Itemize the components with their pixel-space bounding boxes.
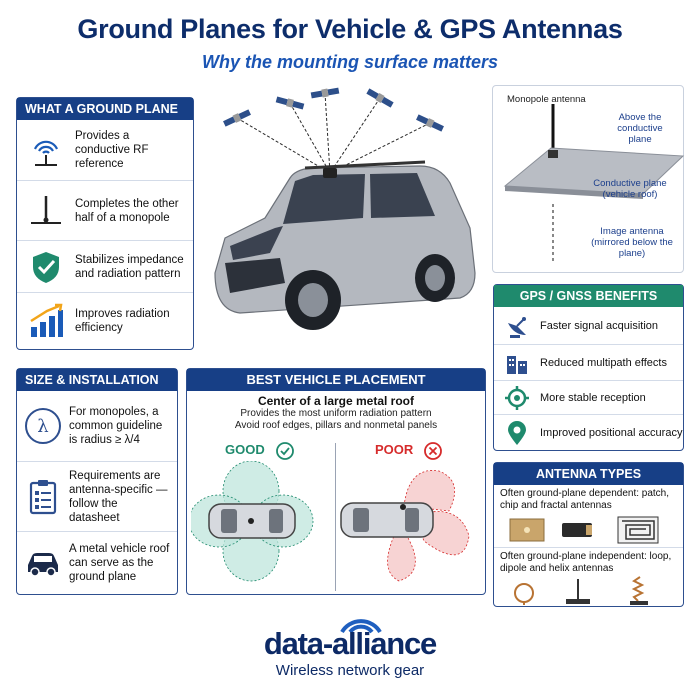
satellite-dish-icon [508, 317, 526, 338]
list-item: More stable reception [494, 380, 683, 414]
logo-name: data-alliance [263, 626, 437, 661]
image-antenna-label: Image antenna (mirrored below the plane) [591, 226, 673, 259]
conductive-plane-label: Conductive plane (vehicle roof) [593, 178, 667, 200]
page-title: Ground Planes for Vehicle & GPS Antennas [77, 14, 623, 44]
vehicle-illustration [214, 87, 476, 330]
good-label: GOOD [225, 442, 265, 457]
ground-plane-diagram [503, 104, 685, 264]
ground-plane-header: WHAT A GROUND PLANE DOES [17, 98, 193, 138]
logo: data-alliance Wireless network gear [0, 626, 700, 679]
list-item: Provides a conductive RF reference [17, 120, 193, 180]
list-item: λ For monopoles, a common guideline is r… [17, 391, 177, 461]
divider [335, 443, 336, 591]
list-item: Faster signal acquisition [494, 308, 683, 344]
check-circle-icon [276, 442, 294, 460]
list-item-text: Reduced multipath effects [540, 356, 667, 369]
list-item-text: Completes the other half of a monopole [75, 197, 179, 224]
list-item: Improved positional accuracy [494, 414, 683, 450]
monopole-label: Monopole antenna [507, 94, 586, 105]
independent-text: Often ground-plane independent: loop, di… [500, 551, 672, 574]
good-pattern-diagram [191, 461, 314, 582]
gps-benefits-panel: GPS / GNSS BENEFITS Faster signal acquis… [493, 284, 684, 451]
list-item-text: Improves radiation efficiency [75, 308, 170, 334]
suv-icon [214, 160, 476, 330]
checklist-icon [29, 479, 57, 514]
list-item-text: A metal vehicle roof can serve as the gr… [69, 543, 170, 583]
placement-line-1: Provides the most uniform radiation patt… [240, 408, 432, 419]
size-installation-panel: SIZE & INSTALLATION λ For monopoles, a c… [16, 368, 178, 595]
wireless-signal-icon [340, 619, 382, 634]
list-item-text: Stabilizes impedance and radiation patte… [75, 253, 184, 280]
dependent-text: Often ground-plane dependent: patch, chi… [500, 488, 670, 511]
list-item-text: More stable reception [540, 391, 646, 404]
list-item-text: Faster signal acquisition [540, 320, 659, 332]
crosshair-icon [505, 385, 529, 410]
placement-line-2: Avoid roof edges, pillars and nonmetal p… [234, 420, 438, 431]
antenna-types-header: ANTENNA TYPES [494, 463, 683, 485]
size-installation-header: SIZE & INSTALLATION [17, 369, 177, 391]
car-icon [28, 553, 58, 577]
monopole-diagram-panel: Monopole antenna Above the conductive pl… [492, 85, 685, 273]
placement-panel: BEST VEHICLE PLACEMENT Center of a large… [186, 368, 486, 595]
page-subtitle: Why the mounting surface matters [201, 52, 499, 72]
list-item-text: Provides a conductive RF reference [75, 130, 149, 170]
ground-plane-panel: WHAT A GROUND PLANE DOES Provides a cond… [16, 97, 194, 350]
list-item: Requirements are antenna-specific — foll… [17, 461, 177, 531]
building-icon [507, 355, 527, 374]
shield-check-icon [33, 251, 59, 283]
list-item-text: For monopoles, a common guideline is rad… [69, 406, 163, 446]
bar-chart-up-icon [30, 303, 63, 337]
placement-header: BEST VEHICLE PLACEMENT [187, 369, 485, 391]
lambda-icon: λ [25, 408, 61, 444]
dependent-antennas-image [509, 516, 659, 544]
antenna-types-panel: ANTENNA TYPES Often ground-plane depende… [493, 462, 684, 607]
independent-antennas-image [514, 576, 648, 605]
list-item: Reduced multipath effects [494, 344, 683, 380]
satellite-icon [223, 87, 444, 132]
poor-label: POOR [375, 442, 414, 457]
list-item: A metal vehicle roof can serve as the gr… [17, 531, 177, 594]
list-item: Completes the other half of a monopole [17, 180, 193, 240]
logo-tagline: Wireless network gear [275, 662, 425, 679]
list-item: Stabilizes impedance and radiation patte… [17, 240, 193, 292]
monopole-icon [31, 195, 61, 224]
placement-headline: Center of a large metal roof [257, 394, 415, 408]
list-item: Improves radiation efficiency [17, 292, 193, 349]
x-circle-icon [424, 442, 442, 460]
rf-signal-icon [33, 140, 59, 166]
poor-pattern-diagram [340, 470, 470, 582]
above-plane-label: Above the conductive plane [617, 112, 663, 145]
list-item-text: Improved positional accuracy [540, 426, 683, 439]
location-pin-icon [508, 420, 526, 445]
gps-benefits-header: GPS / GNSS BENEFITS [494, 285, 683, 307]
list-item-text: Requirements are antenna-specific — foll… [69, 469, 168, 524]
